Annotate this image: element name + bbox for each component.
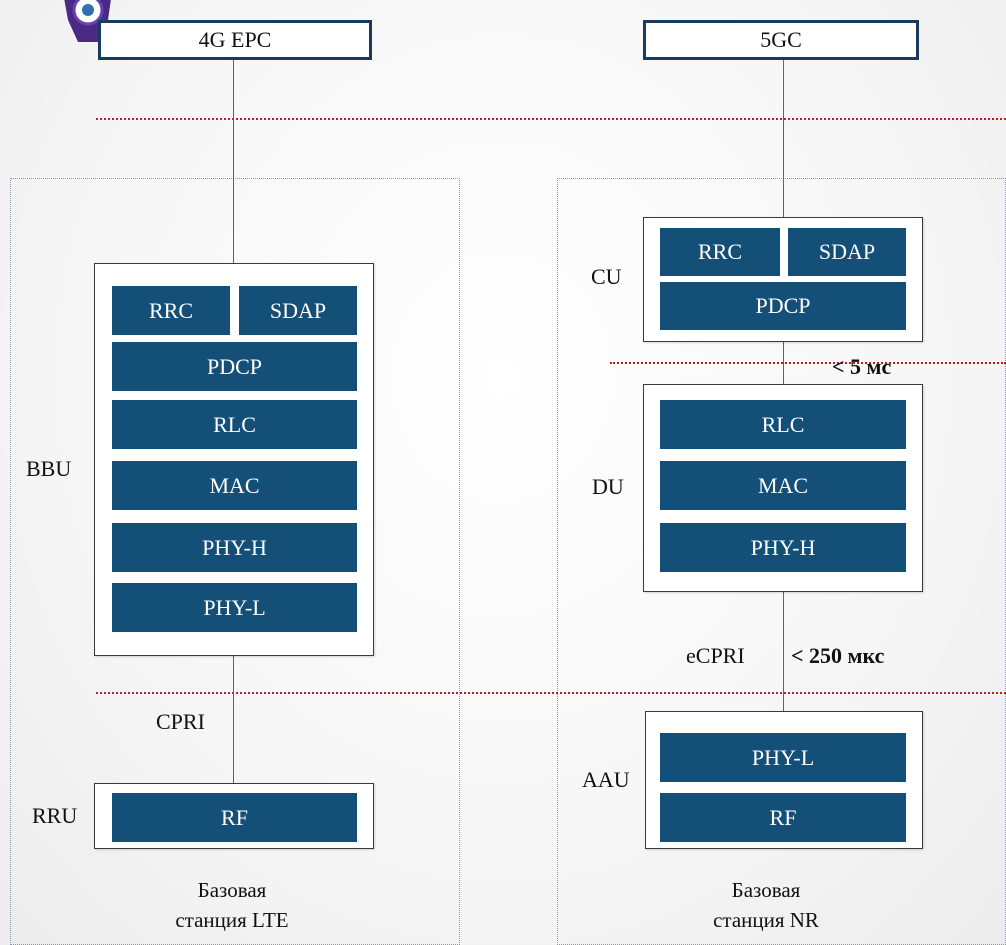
lte-rlc-layer: RLC <box>112 400 357 449</box>
nr-phy-h-layer: PHY-H <box>660 523 906 572</box>
lte-phy-h-layer: PHY-H <box>112 523 357 572</box>
nr-station-caption: Базовая станция NR <box>666 875 866 935</box>
lte-rrc-layer: RRC <box>112 286 230 335</box>
rru-label: RRU <box>32 803 78 828</box>
nr-pdcp-layer: PDCP <box>660 282 906 330</box>
fronthaul-separator-line <box>96 692 1006 694</box>
nr-rf-layer: RF <box>660 793 906 842</box>
core-5gc: 5GC <box>643 20 919 60</box>
lte-cpri-link <box>233 655 234 783</box>
aau-label: AAU <box>582 767 630 792</box>
bbu-label: BBU <box>26 456 72 481</box>
nr-rrc-layer: RRC <box>660 228 780 276</box>
nr-ecpri-link <box>783 591 784 711</box>
core-5gc-label: 5GC <box>760 27 802 52</box>
lte-caption-line1: Базовая <box>197 878 267 902</box>
ecpri-label: eCPRI <box>686 643 745 668</box>
core-4g-epc-label: 4G EPC <box>198 27 272 52</box>
cu-label: CU <box>591 264 622 289</box>
lte-caption-line2: станция LTE <box>175 908 289 932</box>
cu-du-latency: < 5 мс <box>832 354 892 379</box>
nr-sdap-layer: SDAP <box>788 228 906 276</box>
core-separator-line <box>96 118 1006 120</box>
du-aau-latency: < 250 мкс <box>791 643 885 668</box>
core-4g-epc: 4G EPC <box>98 20 372 60</box>
nr-mac-layer: MAC <box>660 461 906 510</box>
nr-phy-l-layer: PHY-L <box>660 733 906 782</box>
lte-sdap-layer: SDAP <box>239 286 357 335</box>
nr-caption-line1: Базовая <box>731 878 801 902</box>
nr-cu-du-link <box>783 342 784 384</box>
cpri-label: CPRI <box>156 709 205 734</box>
lte-core-link <box>233 60 234 263</box>
nr-rlc-layer: RLC <box>660 400 906 449</box>
lte-phy-l-layer: PHY-L <box>112 583 357 632</box>
lte-station-caption: Базовая станция LTE <box>132 875 332 935</box>
lte-rf-layer: RF <box>112 793 357 842</box>
cu-du-separator-line <box>610 362 1006 364</box>
du-label: DU <box>592 474 624 499</box>
lte-mac-layer: MAC <box>112 461 357 510</box>
organization-logo-icon <box>64 0 111 42</box>
nr-core-link <box>783 60 784 217</box>
nr-caption-line2: станция NR <box>713 908 819 932</box>
lte-pdcp-layer: PDCP <box>112 342 357 391</box>
